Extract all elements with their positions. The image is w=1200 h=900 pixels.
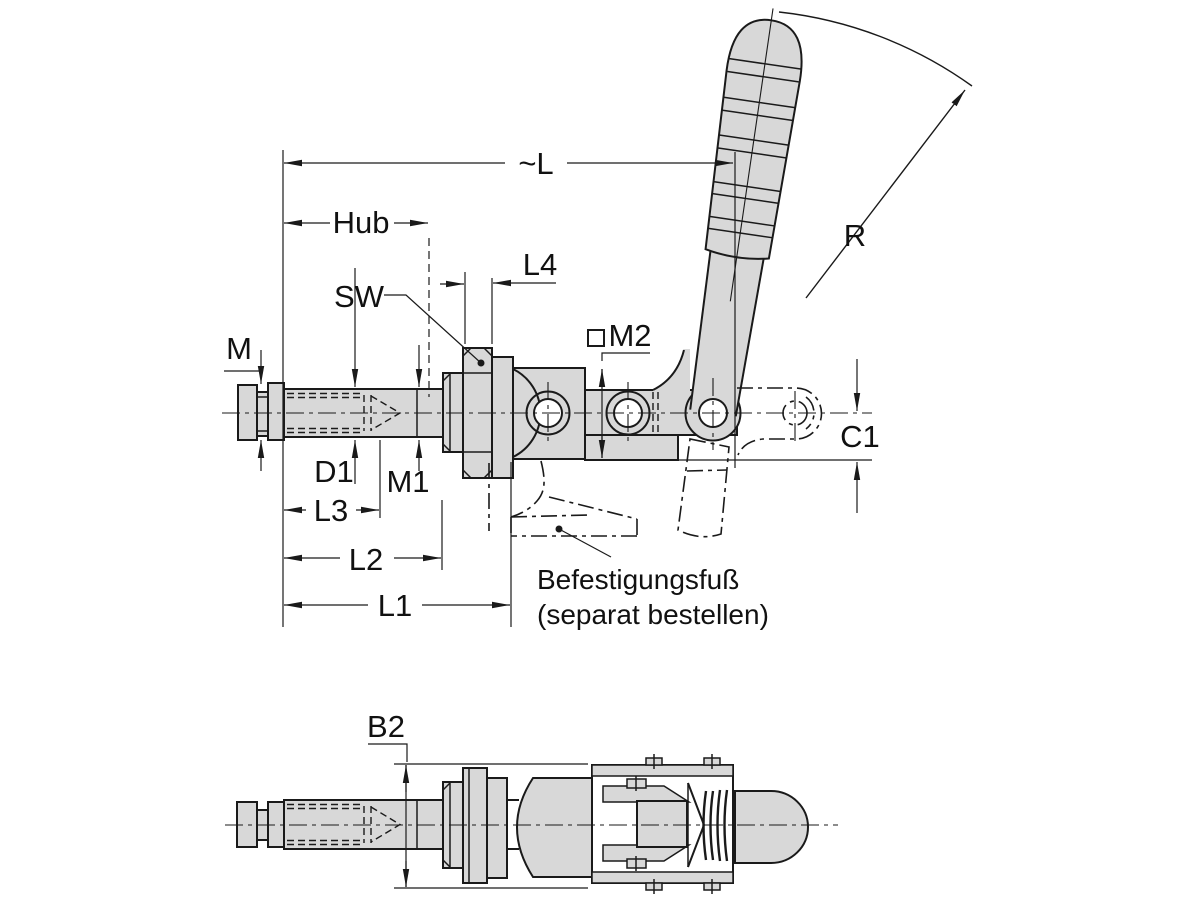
dim-label-r: R bbox=[844, 218, 866, 253]
top-view bbox=[225, 754, 838, 894]
dim-label-c1: C1 bbox=[840, 419, 880, 454]
dim-label-l3: L3 bbox=[314, 493, 348, 528]
top-handle-knob bbox=[734, 790, 809, 864]
note-line1: Befestigungsfuß bbox=[537, 564, 739, 595]
phantom-mounting-foot bbox=[488, 460, 638, 537]
handle bbox=[689, 8, 803, 417]
dim-label-l2: L2 bbox=[349, 542, 383, 577]
dim-label-l1: L1 bbox=[378, 588, 412, 623]
side-view bbox=[222, 8, 973, 538]
dim-label-hub: Hub bbox=[333, 205, 390, 240]
radius-leader bbox=[805, 89, 966, 299]
dim-label-m: M bbox=[226, 331, 252, 366]
handle-fillet bbox=[652, 349, 685, 391]
dim-label-length: ~L bbox=[518, 146, 553, 181]
sw-leader bbox=[384, 294, 482, 364]
top-plunger-block bbox=[636, 800, 688, 848]
phantom-bracket bbox=[737, 387, 823, 456]
dim-label-d1: D1 bbox=[314, 454, 354, 489]
top-washer bbox=[486, 777, 508, 879]
side-plate bbox=[584, 434, 679, 461]
swing-arc bbox=[778, 11, 973, 87]
note-leader bbox=[558, 528, 612, 558]
handle-centerline bbox=[729, 8, 774, 302]
centerlines bbox=[222, 378, 872, 450]
square-symbol bbox=[587, 329, 605, 347]
top-body-tube bbox=[516, 777, 593, 878]
note-line2: (separat bestellen) bbox=[537, 599, 769, 630]
dim-label-m1: M1 bbox=[386, 464, 429, 499]
rivet-tabs bbox=[645, 754, 721, 894]
washer bbox=[491, 356, 514, 479]
spindle-pad bbox=[237, 382, 285, 441]
dimensions-side-view bbox=[224, 150, 872, 627]
dim-label-m2: M2 bbox=[608, 318, 651, 353]
dim-label-b2: B2 bbox=[367, 709, 405, 744]
top-inner-mechanism bbox=[602, 776, 809, 871]
dimensions-top-view bbox=[368, 743, 588, 889]
dim-label-l4: L4 bbox=[523, 247, 557, 282]
hidden-joint-lines bbox=[652, 392, 659, 434]
dim-label-sw: SW bbox=[334, 279, 385, 314]
phantom-handle-closed bbox=[677, 438, 730, 538]
